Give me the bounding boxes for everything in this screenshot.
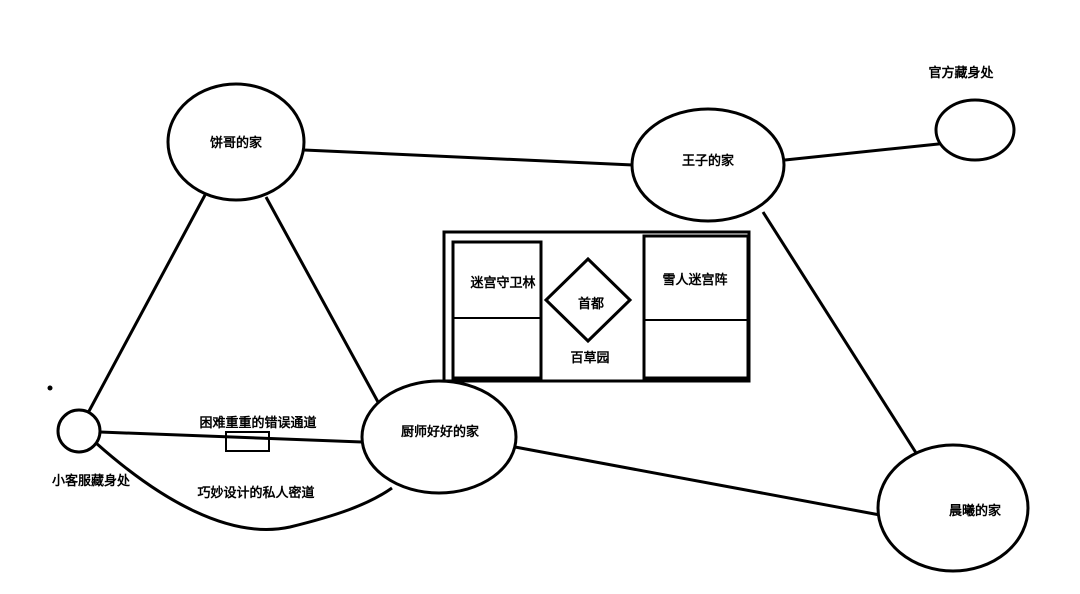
label-capital-sub: 百草园 <box>570 350 609 366</box>
label-secret-path: 巧妙设计的私人密道 <box>197 485 314 501</box>
label-xiaoke: 小客服藏身处 <box>52 473 131 489</box>
edge-binge-chushi <box>264 196 380 403</box>
node-chushi <box>360 379 518 495</box>
edge-chushi-chenxi <box>514 445 881 517</box>
edge-binge-xiaoke <box>86 194 207 414</box>
edge-binge-wangzi <box>303 148 634 167</box>
node-guanfang <box>934 98 1016 162</box>
label-guanfang: 官方藏身处 <box>928 65 994 81</box>
label-binge: 饼哥的家 <box>210 135 263 151</box>
node-wangzi <box>630 107 786 223</box>
label-capital-right: 雪人迷宫阵 <box>662 272 727 288</box>
edge-wangzi-guanfang <box>784 141 949 162</box>
label-capital-center: 首都 <box>578 296 604 312</box>
edge-secret-path <box>95 441 393 531</box>
label-capital-left: 迷宫守卫林 <box>469 275 535 291</box>
label-chushi: 厨师好好的家 <box>401 424 480 440</box>
capital-diamond <box>543 256 633 344</box>
node-binge <box>166 82 306 202</box>
label-chenxi: 晨曦的家 <box>949 503 1002 519</box>
node-xiaoke <box>56 408 102 454</box>
edge-wangzi-chenxi <box>761 211 927 468</box>
capital-left-box <box>451 240 543 380</box>
path-marker <box>225 431 270 452</box>
label-hard-path: 困难重重的错误通道 <box>199 415 316 431</box>
capital-right-box <box>642 234 750 380</box>
node-chenxi <box>876 443 1030 573</box>
stray-dot <box>47 385 53 391</box>
label-wangzi: 王子的家 <box>682 153 735 169</box>
edge-xiaoke-chushi <box>99 430 363 444</box>
